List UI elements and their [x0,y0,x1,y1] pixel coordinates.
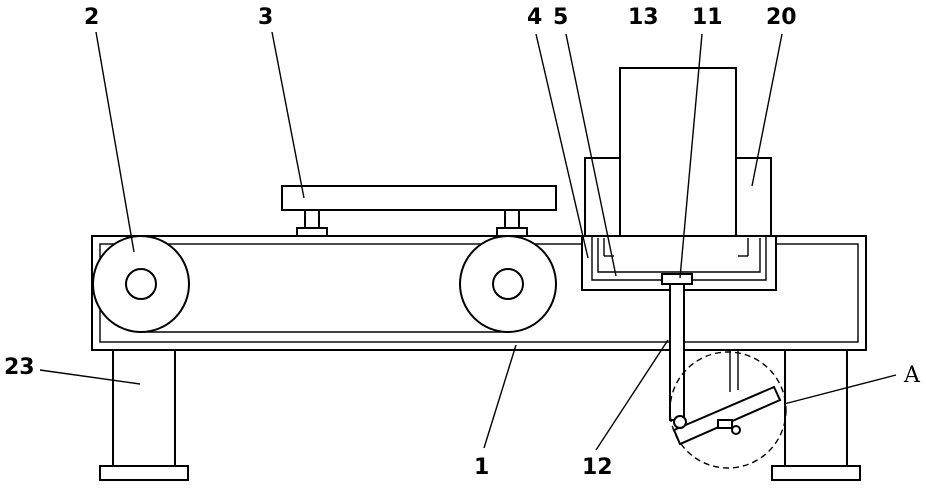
callout-23: 23 [4,355,35,380]
callout-2: 2 [84,5,99,30]
hinged-flap [674,387,780,444]
callout-a: A [903,363,921,388]
roller-right [460,236,556,332]
detail-support [730,350,738,392]
roller-left [93,236,189,332]
carrier-plate [282,186,556,236]
callout-20: 20 [766,5,797,30]
callout-4: 4 [527,5,542,30]
callout-5: 5 [553,5,568,30]
callout-11: 11 [692,5,723,30]
callout-12: 12 [582,455,613,480]
leg-left [100,350,188,480]
callout-3: 3 [258,5,273,30]
callout-13: 13 [628,5,659,30]
motor-block [620,68,736,236]
callout-1: 1 [474,455,489,480]
